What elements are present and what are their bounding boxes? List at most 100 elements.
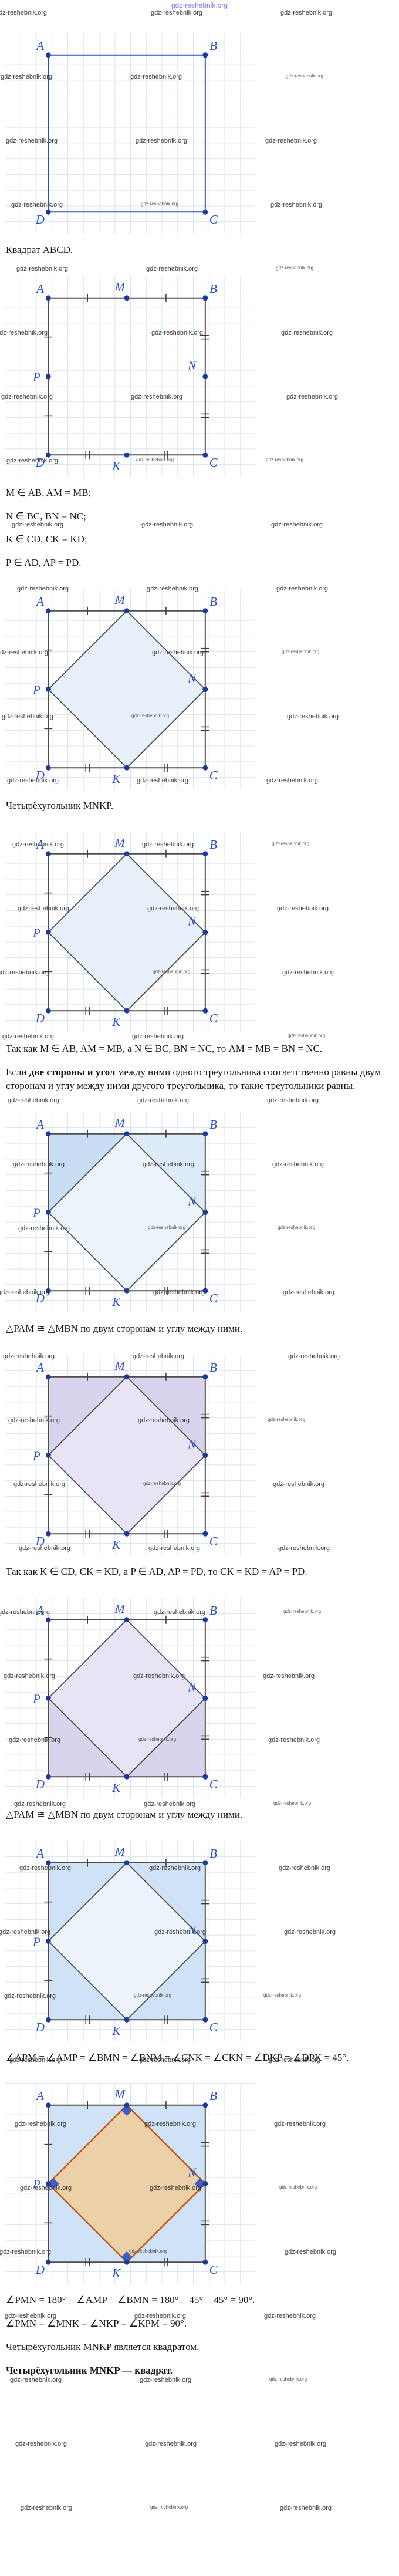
point-label-p: P (32, 2178, 40, 2192)
point-label-m: M (114, 836, 126, 850)
point-label-a: A (35, 595, 44, 609)
point-b (202, 52, 208, 58)
point-label-c: C (209, 1012, 218, 1025)
statement-n: N ∈ BC, BN = NC; (6, 510, 86, 522)
point-label-m: M (114, 2088, 126, 2101)
point-label-a: A (35, 1118, 44, 1132)
point-label-d: D (35, 769, 45, 782)
point-c (202, 1288, 208, 1294)
point-k (124, 452, 130, 458)
point-label-p: P (32, 1449, 40, 1463)
watermark: gdz-reshebnik.org (275, 2440, 327, 2447)
point-p (45, 373, 51, 379)
shaded-triangle-mbn (127, 1862, 205, 1942)
point-label-b: B (209, 39, 217, 53)
point-b (202, 1374, 208, 1380)
point-label-k: K (111, 460, 121, 473)
shaded-triangle-mbn (127, 1133, 205, 1213)
point-label-a: A (35, 1604, 44, 1618)
point-label-k: K (111, 1295, 121, 1309)
point-n (202, 929, 208, 935)
point-n (202, 2181, 208, 2187)
point-a (45, 851, 51, 856)
watermark: gdz-reshebnik.org (21, 2504, 73, 2511)
point-b (202, 1859, 208, 1865)
right-angle-mark-p (48, 2178, 59, 2189)
point-label-n: N (187, 1438, 197, 1451)
point-a (45, 1374, 51, 1380)
point-d (45, 1774, 51, 1780)
point-label-a: A (35, 1361, 44, 1375)
point-b (202, 608, 208, 614)
point-d (45, 1288, 51, 1294)
point-label-c: C (209, 213, 218, 227)
point-p (45, 1695, 51, 1701)
point-a (45, 1131, 51, 1137)
point-a (45, 295, 51, 301)
statement-answer: Четырёхугольник MNKP — квадрат. (6, 2364, 173, 2376)
point-label-c: C (209, 1778, 218, 1791)
statement-angle-pmn: ∠PMN = 180° − ∠AMP − ∠BMN = 180° − 45° −… (6, 2294, 255, 2306)
point-k (124, 1008, 130, 1014)
point-k (124, 2260, 130, 2266)
point-a (45, 52, 51, 58)
point-label-b: B (209, 1604, 217, 1618)
point-b (202, 2102, 208, 2108)
point-b (202, 1617, 208, 1622)
theorem-bold: две стороны и угол (29, 1066, 116, 1078)
point-n (202, 1695, 208, 1701)
point-label-d: D (35, 2021, 45, 2034)
point-m (124, 1859, 130, 1865)
point-label-d: D (35, 1535, 45, 1548)
point-a (45, 2102, 51, 2108)
theorem-text: Если две стороны и угол между ними одног… (6, 1065, 386, 1093)
point-label-a: A (35, 1846, 44, 1860)
point-p (45, 1453, 51, 1458)
point-c (202, 1531, 208, 1537)
point-n (202, 687, 208, 692)
point-m (124, 1131, 130, 1137)
point-c (202, 2260, 208, 2266)
point-label-d: D (35, 1292, 45, 1305)
point-label-d: D (35, 1012, 45, 1025)
point-label-n: N (187, 1680, 197, 1694)
square-abcd-outline (48, 297, 206, 456)
statement-angles-45: ∠APM = ∠AMP = ∠BMN = ∠BNM = ∠CNK = ∠CKN … (6, 2051, 349, 2063)
right-angle-mark-m (121, 2105, 133, 2116)
point-label-b: B (209, 282, 217, 296)
point-label-n: N (187, 359, 197, 372)
point-label-k: K (111, 1781, 121, 1795)
point-label-a: A (35, 2089, 44, 2103)
point-m (124, 851, 130, 856)
point-a (45, 1859, 51, 1865)
point-c (202, 1774, 208, 1780)
point-label-d: D (35, 2263, 45, 2277)
point-p (45, 1938, 51, 1944)
point-label-c: C (209, 456, 218, 470)
point-k (124, 1531, 130, 1537)
point-p (45, 1210, 51, 1216)
point-label-b: B (209, 595, 217, 609)
point-k (124, 2017, 130, 2023)
point-label-k: K (111, 2024, 121, 2038)
point-d (45, 452, 51, 458)
point-d (45, 209, 51, 215)
shaded-triangle-pam (48, 1862, 127, 1942)
point-label-p: P (32, 1692, 40, 1706)
square-abcd-outline (48, 54, 206, 213)
statement-conclusion: Четырёхугольник MNKP является квадратом. (6, 2341, 200, 2352)
point-n (202, 1453, 208, 1458)
point-label-a: A (35, 838, 44, 852)
point-label-p: P (32, 1207, 40, 1220)
point-label-k: K (111, 772, 121, 786)
statement-angles-90: ∠PMN = ∠MNK = ∠NKP = ∠KPM = 90°. (6, 2318, 187, 2329)
